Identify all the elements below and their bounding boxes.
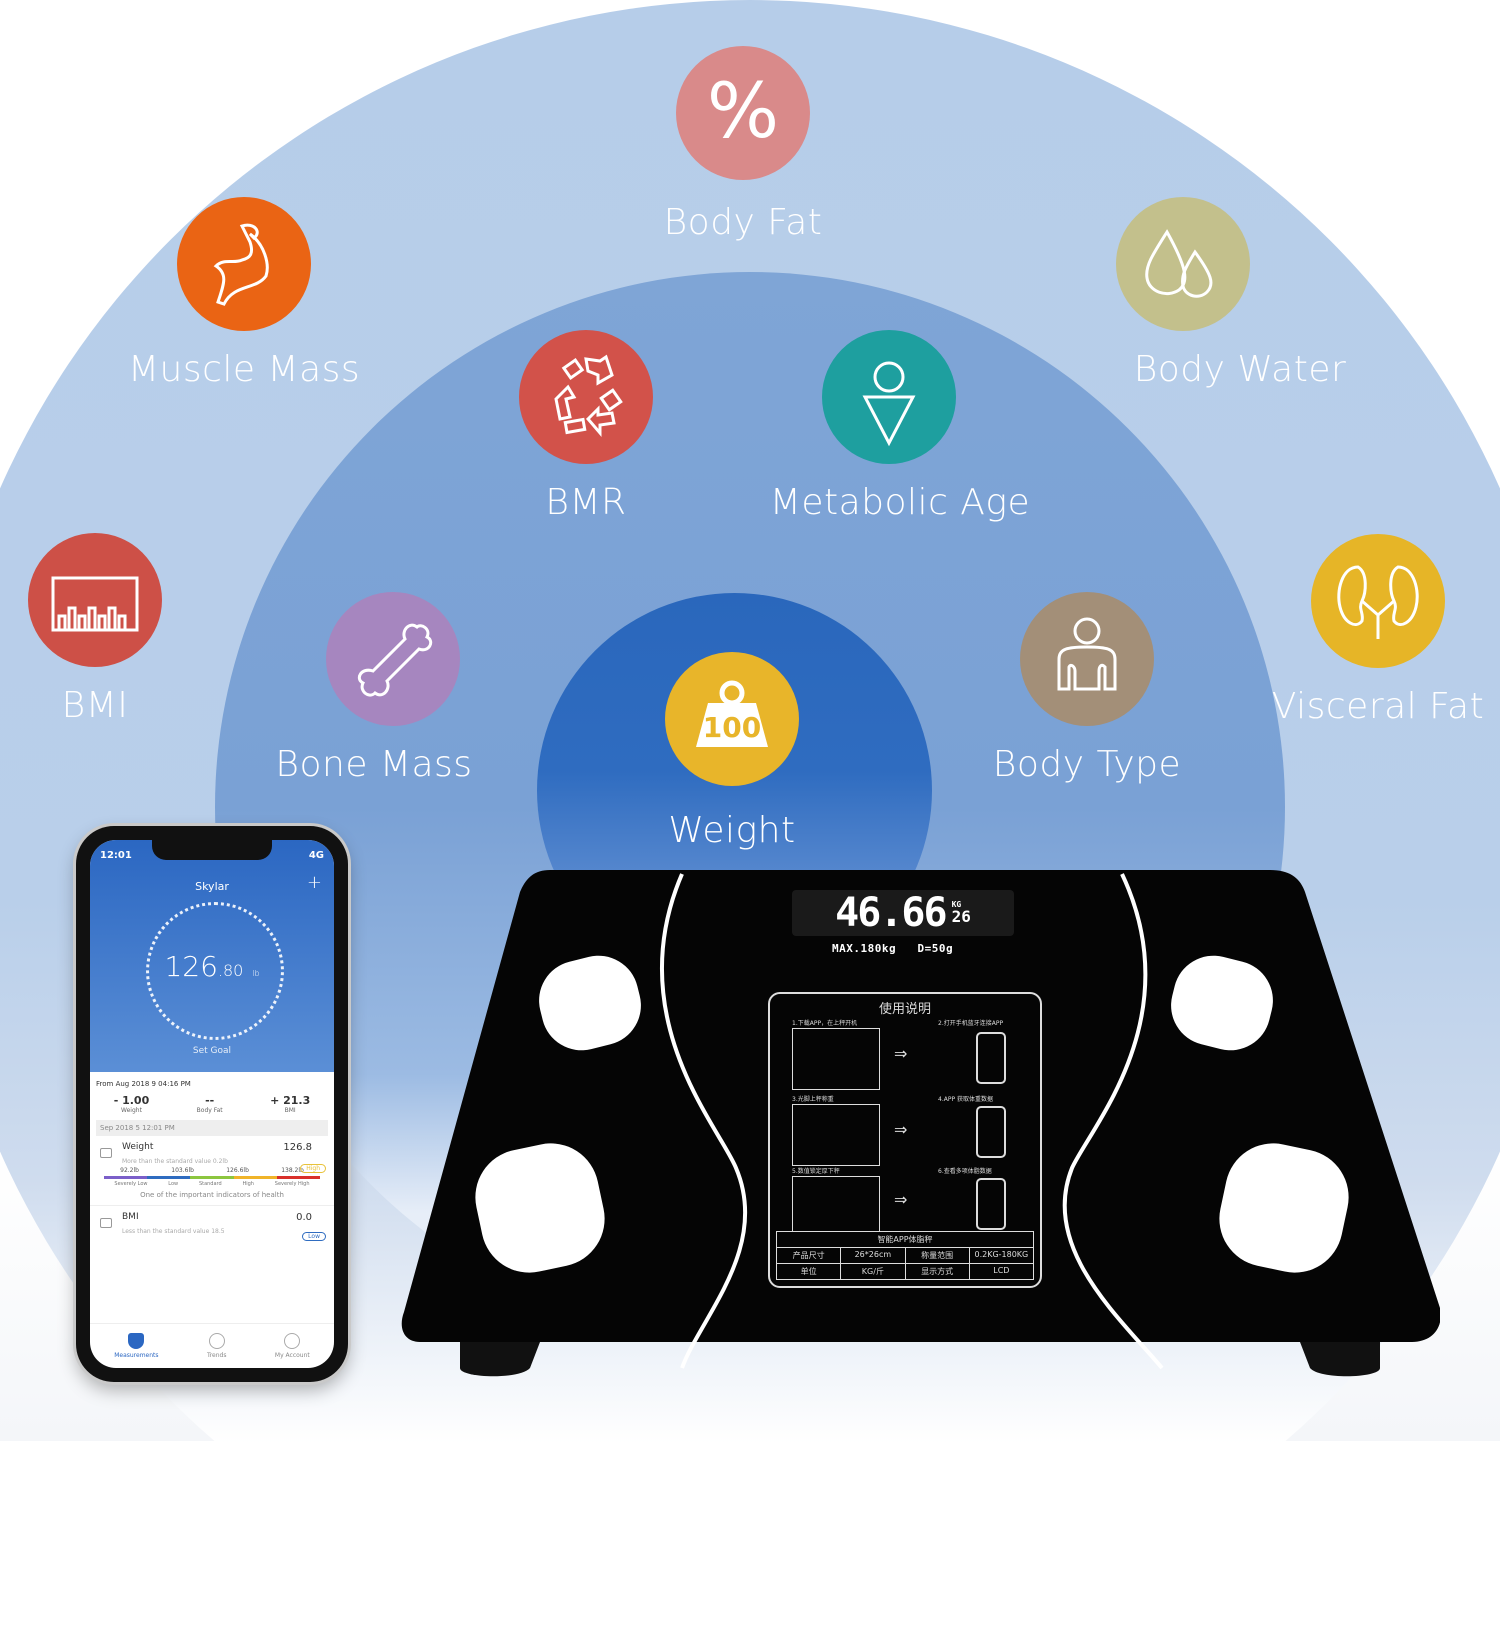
percent-icon: %: [676, 46, 810, 180]
trends-icon: [208, 1333, 225, 1349]
tab-measurements[interactable]: Measurements: [114, 1333, 159, 1359]
step-lock-box: [792, 1176, 880, 1232]
step-feet-box: [792, 1104, 880, 1166]
arrow-right-icon: ⇒: [894, 1120, 908, 1139]
user-name[interactable]: Skylar: [195, 880, 229, 893]
status-time: 12:01: [100, 850, 132, 861]
scale-spec: MAX.180kg D=50g: [832, 942, 954, 955]
recycle-arrows-icon: [519, 330, 653, 464]
scale-body: [401, 870, 1440, 1377]
person-triangle-icon: [822, 330, 956, 464]
shield-icon: [128, 1333, 145, 1349]
svg-text:100: 100: [703, 711, 761, 744]
bmi-row[interactable]: BMI 0.0 Less than the standard value 18.…: [90, 1206, 334, 1241]
tab-trends[interactable]: Trends: [207, 1333, 226, 1359]
goal-dial-ring: [146, 902, 284, 1040]
status-badge-low: Low: [302, 1232, 326, 1241]
metric-weight: 100 Weight: [632, 652, 832, 851]
tab-bar: Measurements Trends My Account: [90, 1323, 334, 1368]
metric-bmi: BMI: [28, 533, 162, 726]
tab-my-account[interactable]: My Account: [275, 1333, 310, 1359]
metric-body-fat: % Body Fat: [643, 46, 843, 243]
arrow-right-icon: ⇒: [894, 1190, 908, 1209]
status-network: 4G: [308, 850, 324, 861]
metric-bone-mass: Bone Mass: [258, 592, 490, 785]
bone-icon: [326, 592, 460, 726]
flexed-arm-icon: [177, 197, 311, 331]
metric-visceral-fat: Visceral Fat: [1262, 534, 1494, 727]
set-goal-button[interactable]: Set Goal: [192, 1046, 232, 1056]
weight-reading: 126.80 lb: [164, 950, 260, 983]
status-bar: 12:01 4G: [100, 850, 324, 861]
weight-row[interactable]: Weight 126.8 More than the standard valu…: [90, 1136, 334, 1173]
metric-muscle-mass: Muscle Mass: [128, 197, 360, 390]
weight-hero: 12:01 4G Skylar + 126.80 lb Set Goal: [90, 840, 334, 1072]
svg-text:%: %: [707, 66, 779, 155]
status-badge-high: High: [300, 1164, 326, 1173]
app-screen: 12:01 4G Skylar + 126.80 lb Set Goal Fro…: [90, 840, 334, 1368]
bar-graph-icon: [28, 533, 162, 667]
summary-body-fat: --Body Fat: [196, 1094, 223, 1114]
bmi-icon: [100, 1218, 112, 1228]
phone-list-icon: [976, 1178, 1006, 1230]
phone-data-icon: [976, 1106, 1006, 1158]
smartphone: 12:01 4G Skylar + 126.80 lb Set Goal Fro…: [76, 826, 348, 1382]
kidneys-icon: [1311, 534, 1445, 668]
phone-wifi-icon: [976, 1032, 1006, 1084]
health-note: One of the important indicators of healt…: [90, 1191, 334, 1206]
metric-bmr: BMR: [500, 330, 672, 523]
scale-icon: [100, 1148, 112, 1158]
usage-guide: 使用说明 1.下载APP，在上秤开机 2.打开手机蓝牙连接APP ⇒ 3.光脚上…: [768, 992, 1042, 1288]
weight-100-icon: 100: [665, 652, 799, 786]
phone-notch: [152, 840, 272, 860]
measurement-date: Sep 2018 5 12:01 PM: [96, 1120, 328, 1136]
person-icon: [284, 1333, 301, 1349]
water-drops-icon: [1116, 197, 1250, 331]
from-date: From Aug 2018 9 04:16 PM: [96, 1080, 191, 1088]
metric-body-type: Body Type: [975, 592, 1199, 785]
metric-body-water: Body Water: [1116, 197, 1360, 390]
body-silhouette-icon: [1020, 592, 1154, 726]
range-bar: [104, 1176, 321, 1179]
step-scale-box: [792, 1028, 880, 1090]
metric-metabolic-age: Metabolic Age: [760, 330, 1040, 523]
arrow-right-icon: ⇒: [894, 1044, 908, 1063]
add-button[interactable]: +: [306, 872, 322, 893]
